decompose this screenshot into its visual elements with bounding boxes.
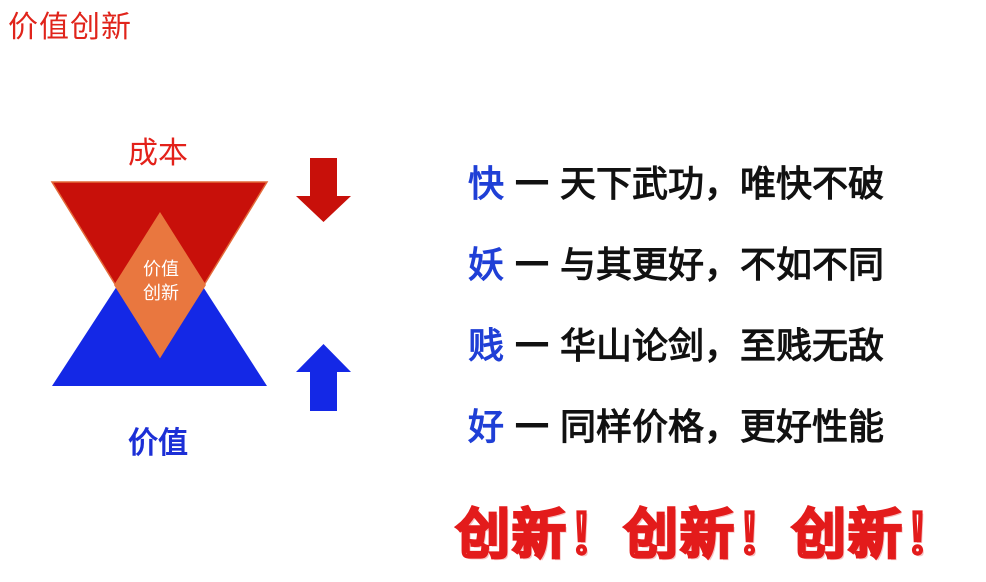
motto-item: 贱 — 华山论剑，至贱无敌: [468, 302, 968, 383]
motto-item: 好 — 同样价格，更好性能: [468, 383, 968, 464]
core-line: 价值: [143, 259, 179, 280]
innovation-diamond: [114, 212, 206, 358]
slide-title: 价值创新: [8, 10, 132, 45]
motto-text: 华山论剑，至贱无敌: [560, 325, 885, 367]
motto-dash: —: [514, 241, 551, 282]
innovation-core-label: 价值 创新: [128, 258, 194, 306]
motto-list: 快 — 天下武功，唯快不破 妖 — 与其更好，不如不同 贱 — 华山论剑，至贱无…: [468, 140, 968, 464]
motto-dash: —: [514, 322, 551, 363]
motto-key: 好: [468, 406, 505, 448]
motto-key: 妖: [468, 244, 505, 286]
motto-text: 天下武功，唯快不破: [560, 163, 885, 205]
innovation-slogan: 创新！创新！创新！: [455, 502, 960, 568]
motto-key: 贱: [468, 325, 505, 367]
motto-key: 快: [468, 163, 505, 205]
motto-dash: —: [514, 160, 551, 201]
down-arrow-icon: [296, 158, 351, 222]
motto-text: 同样价格，更好性能: [560, 406, 885, 448]
motto-item: 快 — 天下武功，唯快不破: [468, 140, 968, 221]
cost-label: 成本: [128, 136, 188, 171]
motto-dash: —: [514, 403, 551, 444]
motto-item: 妖 — 与其更好，不如不同: [468, 221, 968, 302]
motto-text: 与其更好，不如不同: [560, 244, 885, 286]
cost-value-diagram: [50, 158, 351, 411]
value-label: 价值: [128, 426, 188, 461]
up-arrow-icon: [296, 344, 351, 411]
core-line: 创新: [143, 283, 179, 304]
